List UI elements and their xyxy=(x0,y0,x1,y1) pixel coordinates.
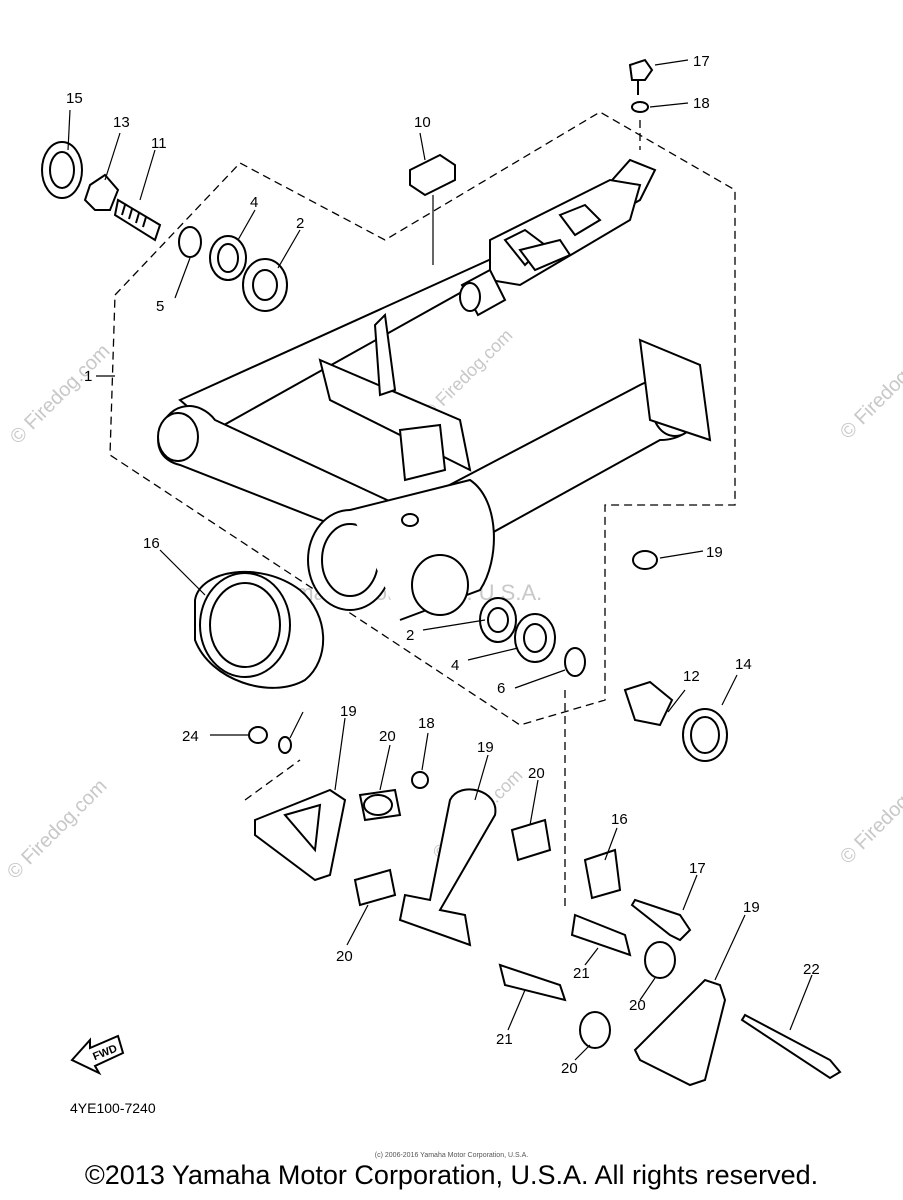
part-24-washer xyxy=(278,736,292,754)
small-copyright: (c) 2006-2016 Yamaha Motor Corporation, … xyxy=(374,1152,529,1159)
part-17-bolt xyxy=(630,898,692,942)
callout-3b: 4 xyxy=(451,657,459,674)
callout-9: 15 xyxy=(66,90,83,107)
part-23-nut xyxy=(248,726,268,744)
watermark-right-lower: © Firedog.com xyxy=(836,760,903,869)
part-15-sleeve xyxy=(510,818,552,862)
callout-9b: 14 xyxy=(735,656,752,673)
callout-labels: 15 13 11 4 2 5 10 17 18 1 19 16 2 4 6 12… xyxy=(66,53,820,1077)
callout-19b: 19 xyxy=(743,899,760,916)
callout-20d: 20 xyxy=(561,1060,578,1077)
copyright-notice: ©2013 Yamaha Motor Corporation, U.S.A. A… xyxy=(84,1160,819,1190)
part-20-bush-c xyxy=(644,941,676,979)
top-parts xyxy=(409,58,658,570)
part-5-block xyxy=(409,153,456,197)
part-4-collar xyxy=(178,226,202,258)
callout-8: 13 xyxy=(113,114,130,131)
part-20-bush-d xyxy=(579,1011,611,1049)
callout-20b: 20 xyxy=(336,948,353,965)
diagram-code: 4YE100-7240 xyxy=(70,1100,156,1116)
callout-15: 20 xyxy=(528,765,545,782)
watermark-right: © Firedog.com xyxy=(836,335,903,444)
assembly-boundary xyxy=(109,111,736,910)
callout-6: 11 xyxy=(151,135,167,152)
swingarm-body xyxy=(157,158,712,621)
part-14-arm xyxy=(398,788,497,947)
callout-4: 5 xyxy=(156,298,164,315)
part-21-sleeve-a xyxy=(570,913,632,957)
part-22-long-bolt xyxy=(740,1013,842,1080)
callout-1: 1 xyxy=(84,368,92,385)
callout-18: 18 xyxy=(418,715,435,732)
callout-19: 19 xyxy=(340,703,357,720)
callout-11: 17 xyxy=(693,53,710,70)
callout-12: 18 xyxy=(693,95,710,112)
callout-10: 16 xyxy=(143,535,160,552)
right-pivot-parts xyxy=(479,597,728,762)
part-19-plate-right xyxy=(633,978,727,1087)
fwd-arrow: FWD xyxy=(70,1034,125,1076)
callout-22: 22 xyxy=(803,961,820,978)
part-13-cap xyxy=(632,550,658,570)
callout-20a: 20 xyxy=(379,728,396,745)
part-16-sleeve xyxy=(583,848,622,900)
callout-23: 24 xyxy=(182,728,199,745)
callout-20c: 20 xyxy=(629,997,646,1014)
part-6-pivot-shaft xyxy=(113,198,162,242)
left-pivot-parts xyxy=(41,141,288,312)
callout-5: 10 xyxy=(414,114,431,131)
callout-4b: 6 xyxy=(497,680,505,697)
watermark-left-lower: © Firedog.com xyxy=(3,775,112,884)
part-10-ring xyxy=(194,570,325,689)
link-assembly xyxy=(248,726,842,1087)
part-12-washer xyxy=(631,101,649,113)
part-11-bolt xyxy=(628,58,654,95)
part-21-sleeve-b xyxy=(498,963,567,1002)
callout-16: 16 xyxy=(611,811,628,828)
part-8-nut xyxy=(83,173,120,211)
callout-7: 12 xyxy=(683,668,700,685)
part-20-bush-b xyxy=(353,868,397,907)
callout-2b: 2 xyxy=(406,627,414,644)
callout-3: 4 xyxy=(250,194,258,211)
callout-21a: 21 xyxy=(573,965,590,982)
watermark-left: © Firedog.com xyxy=(6,340,115,449)
leader-lines xyxy=(67,59,813,1061)
callout-2: 2 xyxy=(296,215,304,232)
callout-21b: 21 xyxy=(496,1031,513,1048)
part-19-plate-left xyxy=(254,788,347,882)
callout-17: 17 xyxy=(689,860,706,877)
callout-13: 19 xyxy=(706,544,723,561)
callout-14: 19 xyxy=(477,739,494,756)
parts-diagram: © Firedog.com © Firedog.com © Firedog.co… xyxy=(3,53,903,1087)
part-18-nut xyxy=(411,771,429,789)
